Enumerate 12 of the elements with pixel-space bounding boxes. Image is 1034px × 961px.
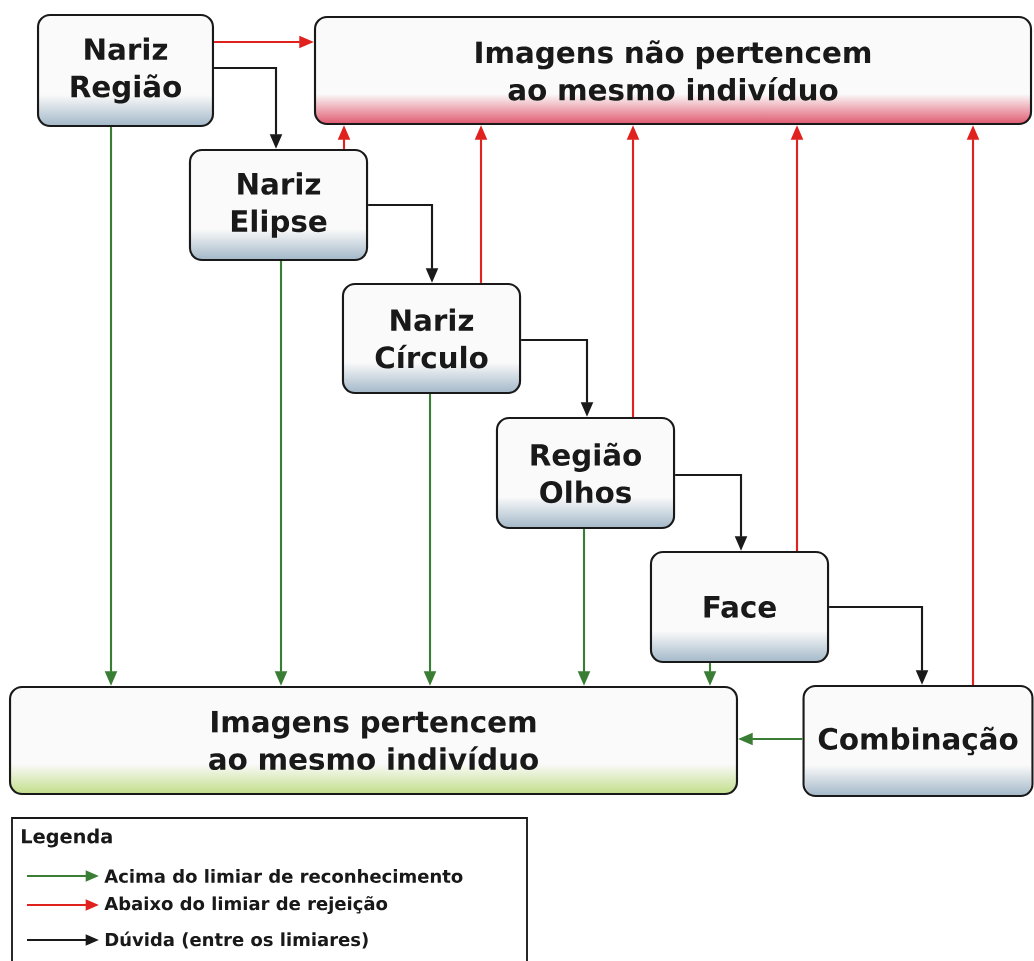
process-box: Nariz Região (36, 13, 215, 128)
legend-text: Acima do limiar de reconhecimento (104, 869, 463, 883)
legend-title: Legenda (22, 828, 112, 848)
process-box: Nariz Círculo (341, 282, 522, 395)
process-box: Imagens pertencem ao mesmo indivíduo (8, 685, 739, 796)
process-box: Nariz Elipse (188, 148, 369, 262)
process-box: Região Olhos (495, 416, 676, 530)
process-box: Face (649, 550, 830, 664)
legend-text: Abaixo do limiar de rejeição (104, 896, 388, 914)
legend-text: Dúvida (entre os limiares) (105, 931, 368, 949)
process-box: Combinação (802, 684, 1034, 798)
process-box: Imagens não pertencem ao mesmo indivíduo (313, 15, 1033, 126)
